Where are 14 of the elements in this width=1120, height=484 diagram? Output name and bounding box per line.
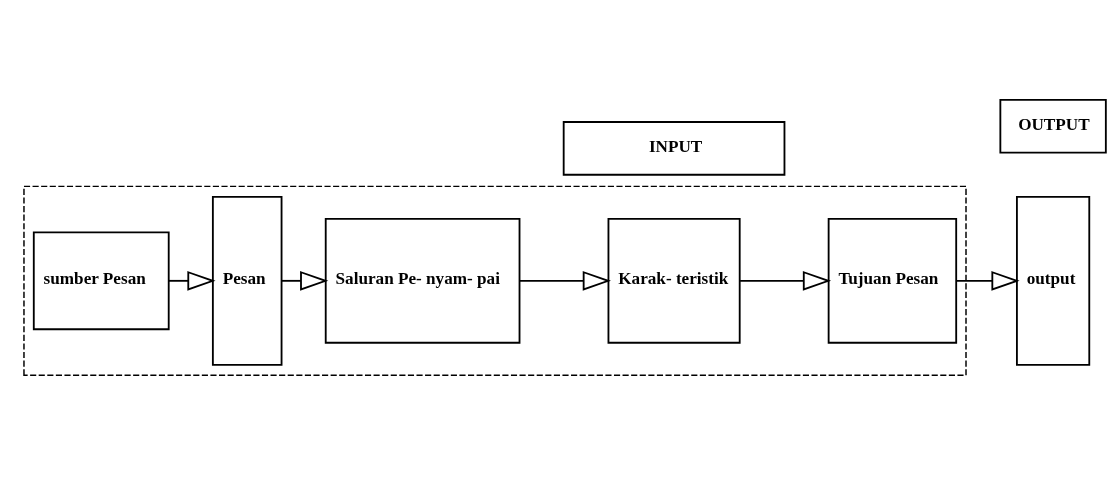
arrow — [518, 270, 611, 291]
arrow — [955, 270, 1020, 291]
arrow — [167, 270, 216, 291]
node-box: sumber Pesan — [32, 230, 170, 330]
node-box: Pesan — [211, 195, 283, 366]
node-box: Saluran Pe- nyam- pai — [324, 217, 521, 344]
arrow — [280, 270, 329, 291]
node-box: OUTPUT — [999, 98, 1107, 154]
node-box: INPUT — [562, 120, 786, 176]
node-box: Tujuan Pesan — [827, 217, 958, 344]
arrow — [739, 270, 832, 291]
node-box: output — [1016, 195, 1091, 366]
node-box: Karak- teristik — [607, 217, 741, 344]
cluster — [23, 185, 967, 376]
